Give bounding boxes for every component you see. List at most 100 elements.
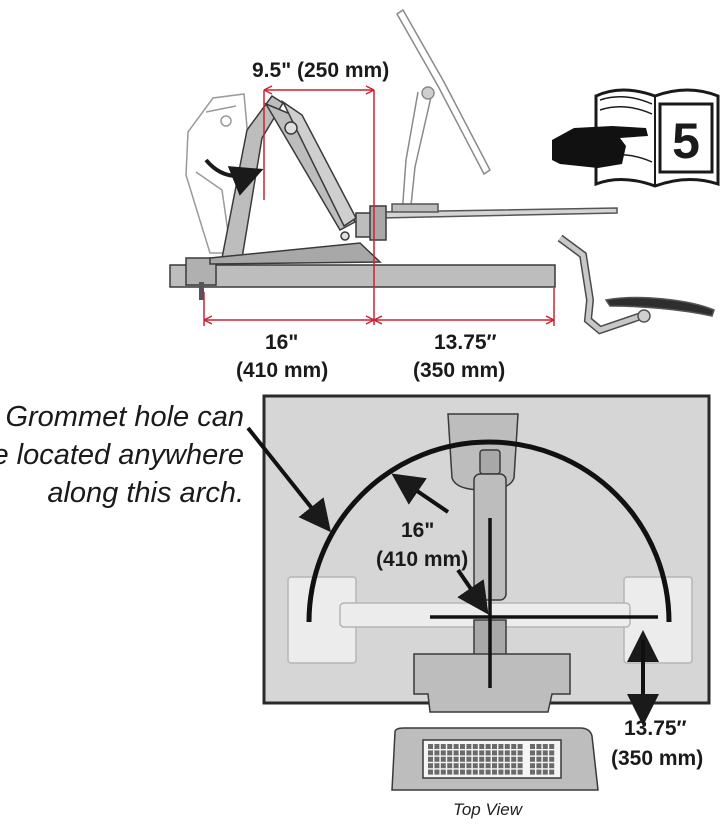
book-pointing-hand-icon <box>552 88 720 188</box>
keyboard-key <box>434 756 440 762</box>
keyboard-key <box>479 750 485 756</box>
top-view-label: Top View <box>453 800 522 819</box>
keyboard-key <box>479 769 485 775</box>
radius-label: 16" <box>401 519 435 542</box>
keyboard-key <box>434 763 440 769</box>
keyboard-key <box>453 750 459 756</box>
keyboard-key <box>460 756 465 762</box>
keyboard-key <box>453 744 459 749</box>
keyboard-key <box>472 756 478 762</box>
keypad-key <box>542 744 548 749</box>
keyboard-key <box>492 750 497 756</box>
keypad-key <box>530 769 535 775</box>
dimension-right-label: 13.75″ <box>434 331 497 354</box>
keyboard-key <box>511 769 517 775</box>
keyboard-key <box>447 756 453 762</box>
dimension-left-mm-label: (410 mm) <box>236 359 329 382</box>
keyboard-key <box>498 756 504 762</box>
offset-label: 13.75″ <box>624 717 687 740</box>
keyboard-key <box>485 744 491 749</box>
keypad-key <box>549 763 555 769</box>
keypad-key <box>536 769 542 775</box>
keyboard-key <box>472 744 478 749</box>
dimension-left-label: 16" <box>265 331 299 354</box>
keyboard-key <box>447 750 453 756</box>
caption-line-3: along this arch. <box>47 477 244 509</box>
dimension-right-mm-label: (350 mm) <box>413 359 506 382</box>
keyboard-key <box>447 769 453 775</box>
keyboard-key <box>428 756 433 762</box>
keyboard-key <box>466 750 472 756</box>
keyboard-key <box>460 763 465 769</box>
keypad-key <box>536 744 542 749</box>
keyboard-key <box>434 750 440 756</box>
keyboard-key <box>434 744 440 749</box>
keyboard-key <box>447 744 453 749</box>
keypad-key <box>530 750 535 756</box>
keyboard-key <box>517 744 523 749</box>
dimension-arrows-top <box>246 426 659 726</box>
keyboard-key <box>440 744 446 749</box>
manual-page-number: 5 <box>672 113 700 169</box>
keyboard-key <box>428 750 433 756</box>
keyboard-key <box>498 744 504 749</box>
keyboard-key <box>440 763 446 769</box>
keyboard-key <box>492 756 497 762</box>
keypad-key <box>530 756 535 762</box>
keyboard-keys <box>428 744 555 775</box>
keypad-key <box>530 763 535 769</box>
keyboard-key <box>466 769 472 775</box>
keypad-key <box>542 763 548 769</box>
keyboard-key <box>498 763 504 769</box>
keyboard-key <box>498 750 504 756</box>
keyboard-key <box>460 744 465 749</box>
keyboard-key <box>511 756 517 762</box>
keypad-key <box>536 756 542 762</box>
desk-side <box>169 264 556 288</box>
keypad-key <box>542 756 548 762</box>
keyboard-key <box>504 756 510 762</box>
keyboard-key <box>440 750 446 756</box>
keyboard-key <box>428 769 433 775</box>
keypad-key <box>549 756 555 762</box>
pointing-hand-icon <box>552 126 648 168</box>
crosshair <box>430 518 658 688</box>
keypad-key <box>542 750 548 756</box>
keyboard-key <box>472 769 478 775</box>
keyboard-key <box>460 750 465 756</box>
keyboard-key <box>511 744 517 749</box>
keyboard-key <box>434 769 440 775</box>
keyboard-key <box>428 744 433 749</box>
keyboard-key <box>466 756 472 762</box>
keyboard-tray-side <box>379 203 715 335</box>
keyboard-key <box>485 769 491 775</box>
keyboard-key <box>498 769 504 775</box>
keyboard-key <box>485 763 491 769</box>
grommet-caption: Grommet hole can be located anywhere alo… <box>0 398 244 512</box>
keyboard-key <box>511 750 517 756</box>
keyboard-key <box>440 756 446 762</box>
dimension-lines-side <box>203 85 555 326</box>
keyboard-key <box>492 763 497 769</box>
keyboard-key <box>466 763 472 769</box>
keypad-key <box>549 769 555 775</box>
dimension-top-label: 9.5" (250 mm) <box>252 59 390 82</box>
keyboard-key <box>440 769 446 775</box>
keyboard-key <box>492 744 497 749</box>
keyboard-key <box>453 769 459 775</box>
offset-mm-label: (350 mm) <box>611 747 704 770</box>
keyboard-key <box>517 750 523 756</box>
keyboard-key <box>447 763 453 769</box>
monitor-side <box>396 8 491 216</box>
rotation-arrow <box>204 158 264 196</box>
keyboard-key <box>453 763 459 769</box>
keyboard-key <box>485 756 491 762</box>
monitor-arm-side <box>209 94 387 265</box>
keyboard-key <box>466 744 472 749</box>
keyboard-key <box>504 750 510 756</box>
side-view <box>169 8 715 335</box>
keyboard-key <box>504 744 510 749</box>
keyboard-key <box>472 763 478 769</box>
